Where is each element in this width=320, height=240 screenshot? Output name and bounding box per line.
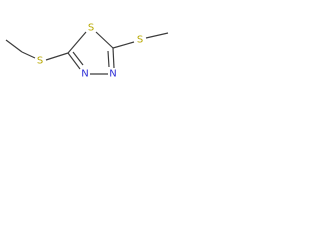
bond-ringS-c2 <box>95 31 114 49</box>
bond-ethyl-ch3-ch2 <box>5 39 23 53</box>
bond-s-c5 <box>45 52 69 61</box>
bond-c5-ringS <box>67 31 87 54</box>
bond-c2-n-right <box>112 47 115 69</box>
bond-ethyl-ch2-s <box>21 51 36 59</box>
bond-s-right-ch3 <box>145 32 169 39</box>
atom-ring-s: S <box>88 23 94 34</box>
atom-s-right: S <box>137 35 143 46</box>
bond-c2-s-right <box>112 41 135 49</box>
bond-c2-n-right-dbl <box>107 50 110 68</box>
structure-canvas: S S S N N <box>0 0 174 99</box>
atom-n-right: N <box>109 69 116 80</box>
bond-c5-n-left-dbl <box>72 51 84 66</box>
bond-group <box>5 31 169 75</box>
bond-c5-n-left <box>67 52 81 70</box>
atom-s-left: S <box>37 56 43 67</box>
atom-n-left: N <box>81 69 88 80</box>
molecule-diagram: S S S N N <box>5 23 169 80</box>
